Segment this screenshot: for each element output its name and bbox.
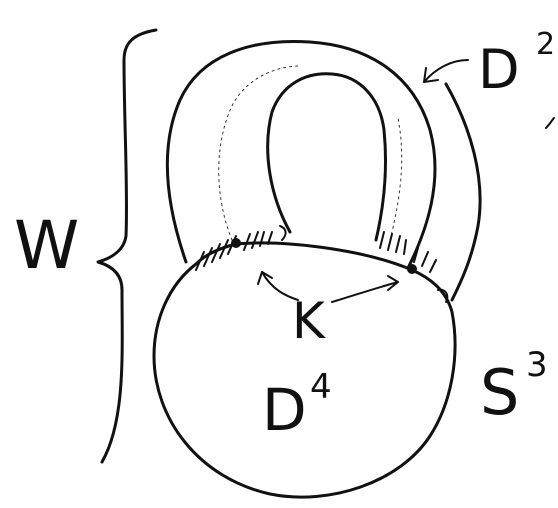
svg-text:2: 2 (536, 27, 555, 62)
d2-label: D 2 (478, 27, 555, 101)
svg-text:3: 3 (526, 345, 548, 385)
svg-text:D: D (478, 38, 520, 101)
left-attaching-region-hatches (195, 225, 287, 271)
d4-ball-boundary (152, 241, 457, 499)
d2-tick-mark (545, 117, 555, 129)
d4-label: D 4 (262, 367, 332, 444)
svg-text:4: 4 (310, 367, 332, 407)
handle-outer-right-stroke (444, 82, 482, 302)
d2-arrow (423, 59, 469, 83)
svg-text:D: D (262, 376, 307, 444)
k-label: K (292, 292, 326, 350)
handle-outer-arc (165, 39, 437, 270)
handle-inner-dotted-left (218, 65, 301, 241)
handle-inner-dotted-right (389, 117, 403, 241)
right-attaching-region-hatches (379, 231, 449, 303)
w-brace (96, 28, 158, 464)
s3-label: S 3 (480, 345, 548, 429)
svg-text:S: S (480, 356, 519, 429)
w-label: W (14, 207, 79, 284)
handle-inner-arc (266, 72, 388, 242)
k-arrows (257, 271, 399, 303)
